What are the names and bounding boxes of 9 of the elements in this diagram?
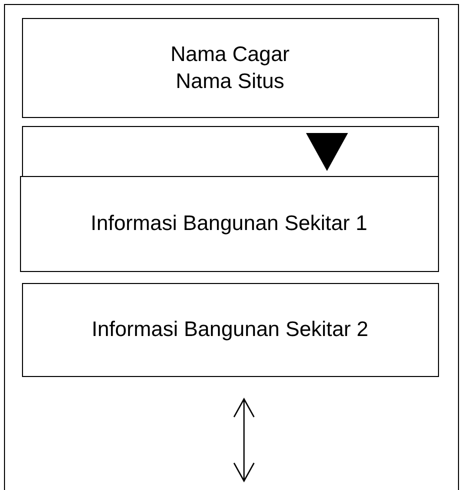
box-text: Informasi Bangunan Sekitar 1 bbox=[90, 211, 368, 237]
screen-frame bbox=[4, 4, 459, 490]
content-box bbox=[20, 176, 438, 272]
content-box bbox=[22, 282, 438, 376]
box-text: Nama Cagar bbox=[170, 42, 290, 68]
content-box bbox=[22, 18, 438, 118]
box-text: Nama Situs bbox=[176, 68, 284, 94]
box-text: Informasi Bangunan Sekitar 2 bbox=[92, 317, 368, 343]
panel-box bbox=[22, 126, 438, 178]
